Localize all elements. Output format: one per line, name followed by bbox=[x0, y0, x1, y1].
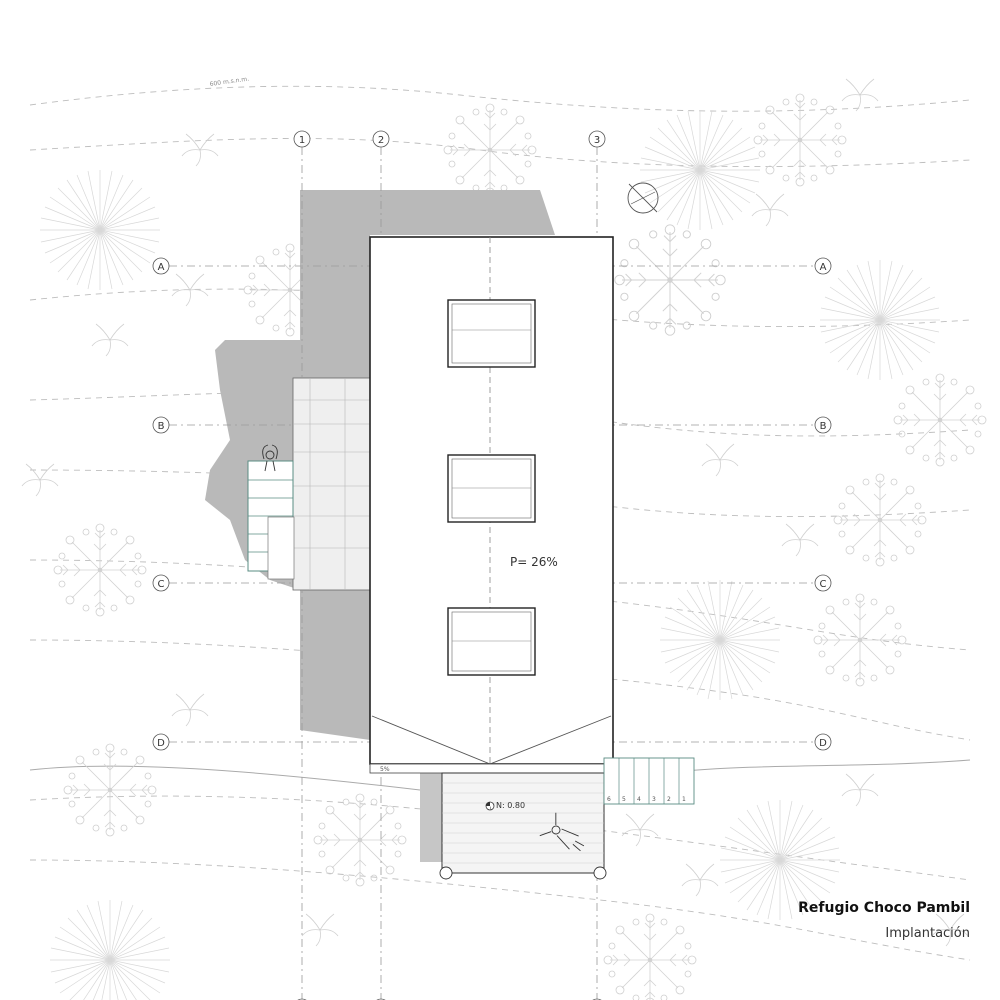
deck: N: 0.80 bbox=[439, 772, 607, 880]
stair-step-label: 4 bbox=[637, 796, 641, 803]
stair-step-label: 3 bbox=[652, 796, 656, 803]
grid-row-label: B bbox=[820, 421, 827, 432]
side-terrace bbox=[247, 377, 410, 591]
person-icon bbox=[539, 812, 585, 852]
person-icon bbox=[262, 444, 278, 472]
main-roof: 5% P= 26% bbox=[369, 236, 614, 774]
drawing-subtitle: Implantación bbox=[885, 926, 970, 941]
grid-row-label: B bbox=[158, 421, 165, 432]
grid-column-label: 2 bbox=[378, 135, 384, 146]
grid-row-label: A bbox=[158, 262, 165, 273]
title-block: Refugio Choco Pambil Implantación bbox=[798, 900, 970, 941]
level-label: N: 0.80 bbox=[496, 801, 525, 810]
north-arrow-icon bbox=[627, 182, 659, 214]
grid-row-label: D bbox=[157, 738, 165, 749]
stair-step-label: 1 bbox=[682, 796, 686, 803]
grid-column-label: 3 bbox=[594, 135, 600, 146]
contour-label: 600 m.s.n.m. bbox=[209, 76, 249, 88]
skylight-3 bbox=[447, 607, 536, 676]
slope-label: P= 26% bbox=[510, 555, 558, 569]
grid-row-label: D bbox=[819, 738, 827, 749]
grid-row-label: C bbox=[820, 579, 827, 590]
stair-step-label: 2 bbox=[667, 796, 671, 803]
stair: 6 5 4 3 2 1 bbox=[603, 757, 695, 805]
deck-shadow bbox=[420, 772, 442, 862]
grid-bubbles: 1 2 3 1 2 3 A B C D A B C D bbox=[152, 130, 832, 1000]
roof-ramp-strip bbox=[369, 763, 614, 774]
project-title: Refugio Choco Pambil bbox=[798, 900, 970, 916]
grid-column-label: 1 bbox=[299, 135, 305, 146]
skylight-1 bbox=[447, 299, 536, 368]
stair-step-label: 6 bbox=[607, 796, 611, 803]
skylight-2 bbox=[447, 454, 536, 523]
grid-row-label: C bbox=[158, 579, 165, 590]
stair-step-label: 5 bbox=[622, 796, 626, 803]
grid-row-label: A bbox=[820, 262, 827, 273]
ramp-label: 5% bbox=[380, 766, 390, 773]
level-marker-icon bbox=[485, 801, 495, 811]
